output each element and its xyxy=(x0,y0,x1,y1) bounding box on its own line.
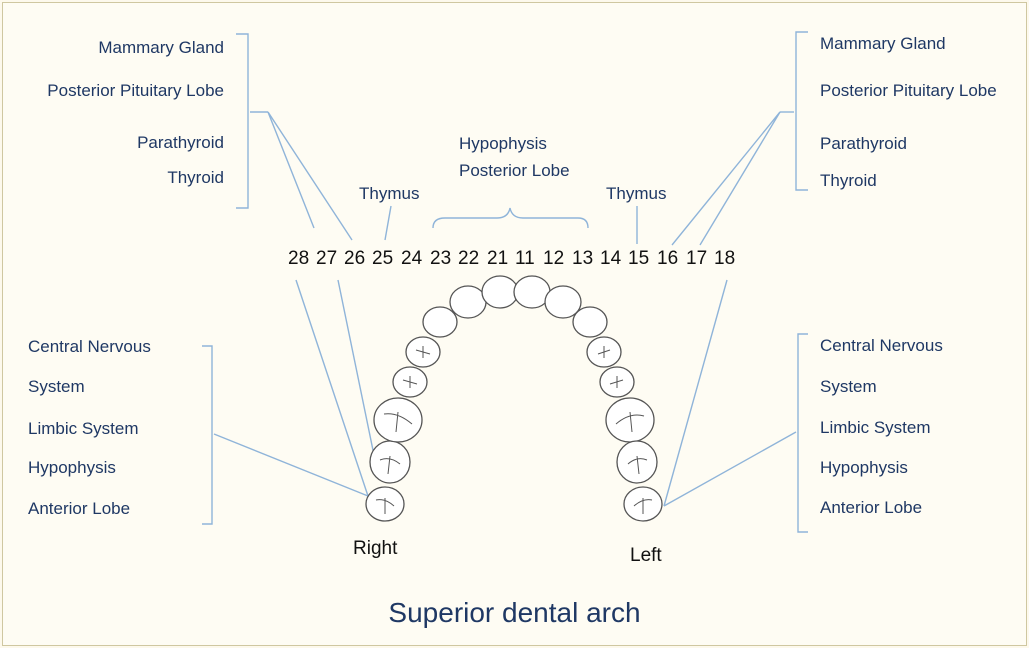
tooth-number: 21 xyxy=(487,248,508,270)
tooth-number: 14 xyxy=(600,248,621,270)
label-central-nervous-left: Central Nervous xyxy=(820,336,943,356)
tooth-number: 28 xyxy=(288,248,309,270)
label-thymus-right: Thymus xyxy=(359,184,419,204)
tooth-number: 11 xyxy=(515,248,535,270)
tooth-number: 27 xyxy=(316,248,337,270)
tooth-number: 12 xyxy=(543,248,564,270)
tooth-16 xyxy=(606,398,654,442)
label-thymus-left: Thymus xyxy=(606,184,666,204)
tooth-number: 23 xyxy=(430,248,451,270)
tooth-23 xyxy=(423,307,457,337)
label-central-nervous-right: Central Nervous xyxy=(28,337,151,357)
label-hypophysis-left: Hypophysis xyxy=(820,458,908,478)
label-thyroid-left: Thyroid xyxy=(820,171,877,191)
tooth-number: 24 xyxy=(401,248,422,270)
diagram-title: Superior dental arch xyxy=(0,597,1029,629)
tooth-27 xyxy=(370,441,410,483)
label-mammary-gland-right: Mammary Gland xyxy=(98,38,224,58)
tooth-22 xyxy=(450,286,486,318)
tooth-number: 16 xyxy=(657,248,678,270)
label-hypophysis-right: Hypophysis xyxy=(28,458,116,478)
hypophysis-brace xyxy=(433,208,588,228)
side-label-left: Left xyxy=(630,545,662,567)
label-parathyroid-right: Parathyroid xyxy=(137,133,224,153)
tooth-number: 25 xyxy=(372,248,393,270)
label-mammary-gland-left: Mammary Gland xyxy=(820,34,946,54)
label-posterior-lobe: Posterior Lobe xyxy=(459,161,570,181)
tooth-number: 17 xyxy=(686,248,707,270)
tooth-number: 26 xyxy=(344,248,365,270)
tooth-26 xyxy=(374,398,422,442)
label-system-left: System xyxy=(820,377,877,397)
tooth-number: 18 xyxy=(714,248,735,270)
side-label-right: Right xyxy=(353,538,397,560)
label-thyroid-right: Thyroid xyxy=(167,168,224,188)
tooth-number: 13 xyxy=(572,248,593,270)
label-parathyroid-left: Parathyroid xyxy=(820,134,907,154)
upper-right-bracket xyxy=(796,32,808,190)
tooth-21 xyxy=(482,276,518,308)
label-anterior-lobe-left: Anterior Lobe xyxy=(820,498,922,518)
dental-arch xyxy=(366,276,662,521)
label-anterior-lobe-right: Anterior Lobe xyxy=(28,499,130,519)
tooth-17 xyxy=(617,441,657,483)
label-system-right: System xyxy=(28,377,85,397)
label-hypophysis: Hypophysis xyxy=(459,134,547,154)
tooth-number: 22 xyxy=(458,248,479,270)
lower-left-bracket xyxy=(202,346,212,524)
label-limbic-system-right: Limbic System xyxy=(28,419,139,439)
label-limbic-system-left: Limbic System xyxy=(820,418,931,438)
lower-right-bracket xyxy=(798,334,808,532)
label-posterior-pituitary-right: Posterior Pituitary Lobe xyxy=(47,81,224,101)
tooth-13 xyxy=(573,307,607,337)
tooth-number: 15 xyxy=(628,248,649,270)
upper-left-bracket xyxy=(236,34,248,208)
label-posterior-pituitary-left: Posterior Pituitary Lobe xyxy=(820,81,997,101)
